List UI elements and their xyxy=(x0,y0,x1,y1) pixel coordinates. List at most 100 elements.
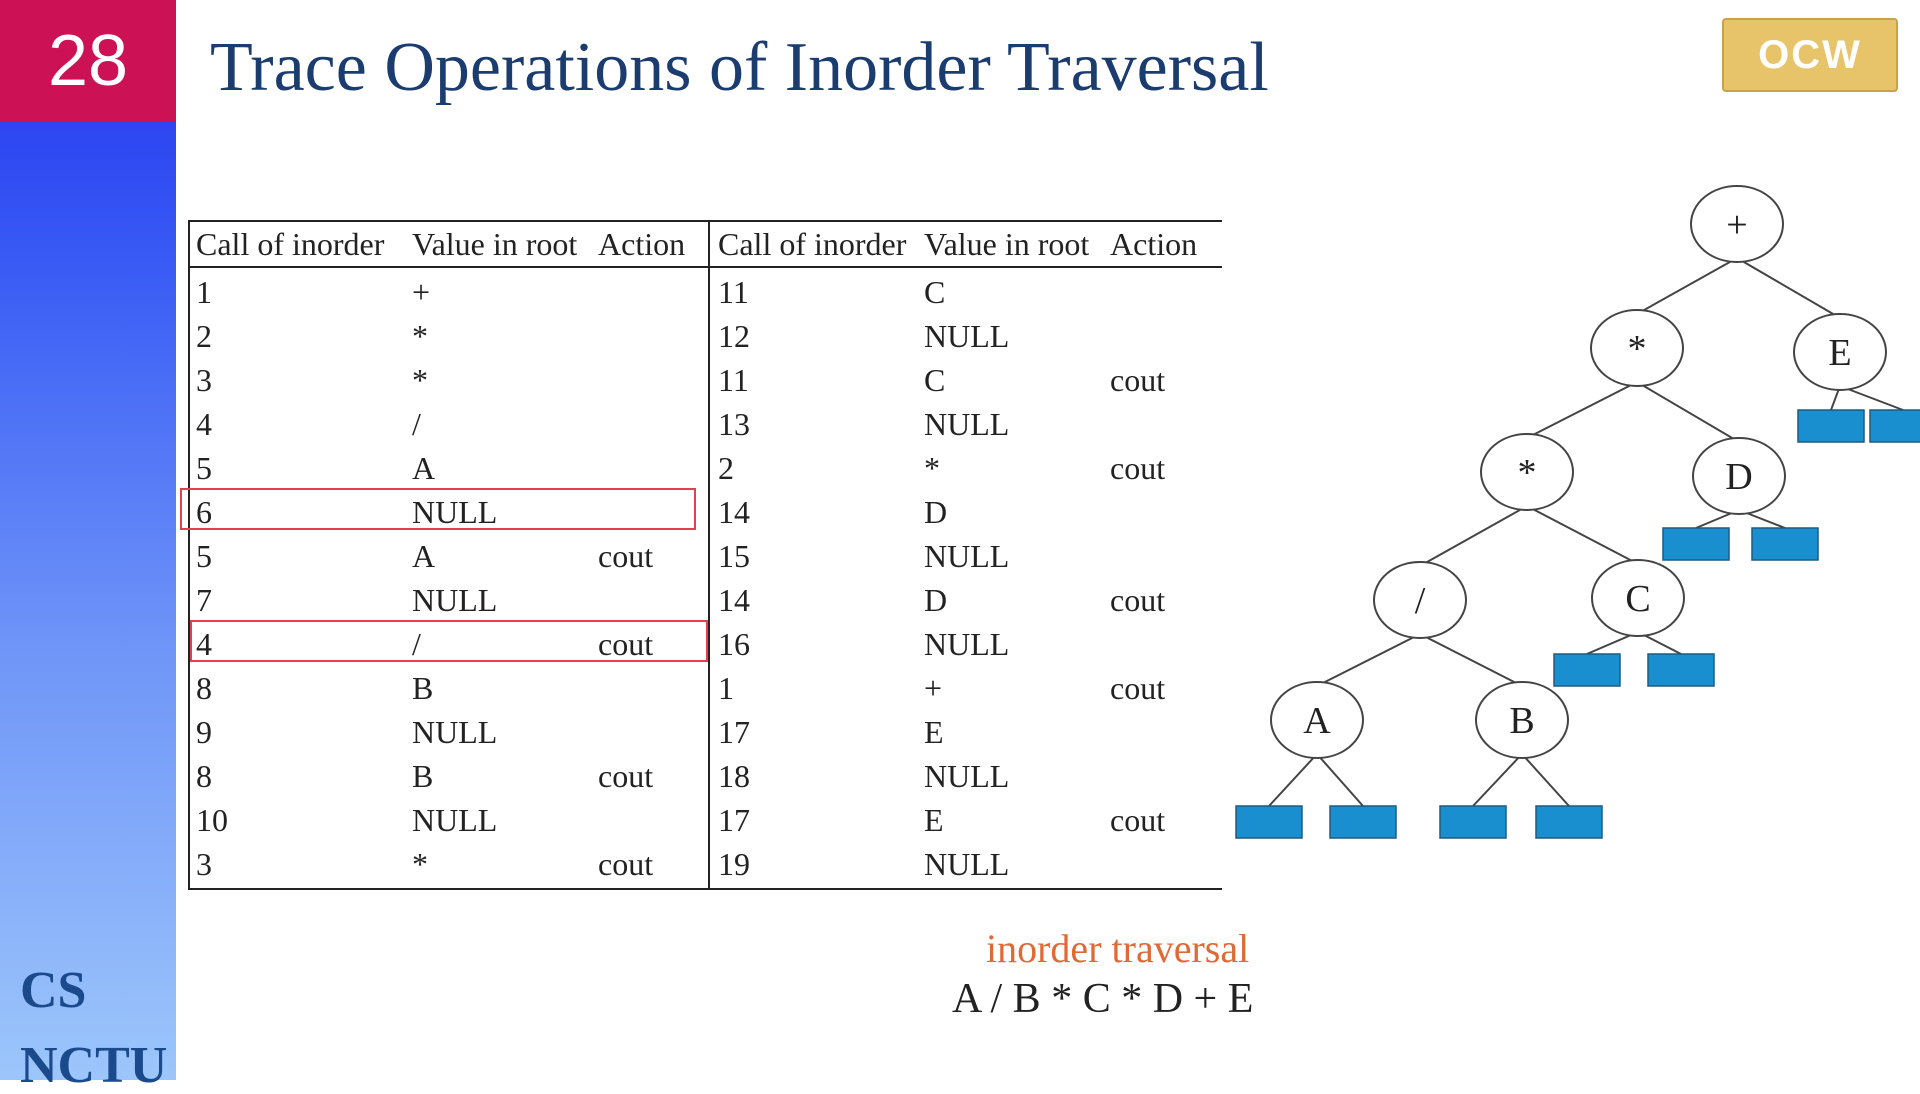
table-cell-left-9-0: 8 xyxy=(196,670,212,706)
tree-edge xyxy=(1736,257,1841,319)
tree-node-label: C xyxy=(1625,578,1650,620)
header-value-left: Value in root xyxy=(412,226,578,262)
table-cell-right-1-0: 12 xyxy=(718,318,750,354)
table-cell-left-9-1: B xyxy=(412,670,434,706)
table-cell-left-7-0: 7 xyxy=(196,582,212,618)
null-leaf-box xyxy=(1662,527,1730,561)
tree-edge xyxy=(1636,381,1740,443)
table-cell-right-8-1: NULL xyxy=(924,626,1010,662)
table-cell-left-6-2: cout xyxy=(598,538,654,574)
slide-number: 28 xyxy=(0,0,176,122)
table-cell-right-5-0: 14 xyxy=(718,494,750,530)
tree-node-label: B xyxy=(1509,700,1534,742)
table-cell-right-4-1: * xyxy=(924,450,940,486)
table-cell-right-6-1: NULL xyxy=(924,538,1010,574)
table-cell-left-8-0: 4 xyxy=(196,626,212,662)
table-cell-left-8-1: / xyxy=(412,626,421,662)
table-cell-left-11-2: cout xyxy=(598,758,654,794)
tree-node-label: + xyxy=(1726,204,1747,246)
table-cell-left-0-0: 1 xyxy=(196,274,212,310)
tree-leaf-edge xyxy=(1472,753,1523,807)
header-action-left: Action xyxy=(598,226,686,262)
table-cell-right-0-0: 11 xyxy=(718,274,749,310)
table-cell-right-2-0: 11 xyxy=(718,362,749,398)
table-cell-right-7-2: cout xyxy=(1110,582,1166,618)
null-leaf-box xyxy=(1235,805,1303,839)
table-cell-left-13-2: cout xyxy=(598,846,654,882)
table-cell-left-3-1: / xyxy=(412,406,421,442)
table-cell-right-9-2: cout xyxy=(1110,670,1166,706)
table-cell-right-11-1: NULL xyxy=(924,758,1010,794)
table-divider xyxy=(708,222,710,888)
table-cell-left-5-1: NULL xyxy=(412,494,498,530)
null-leaf-box xyxy=(1439,805,1507,839)
table-cell-right-13-1: NULL xyxy=(924,846,1010,882)
table-cell-right-8-0: 16 xyxy=(718,626,750,662)
null-leaf-box xyxy=(1797,409,1865,443)
table-cell-left-10-1: NULL xyxy=(412,714,498,750)
tree-edge xyxy=(1419,505,1528,567)
highlight-box-row-9 xyxy=(190,620,708,662)
tree-node-d: D xyxy=(1692,437,1786,515)
highlight-box-row-6 xyxy=(180,488,696,530)
table-cell-left-5-0: 6 xyxy=(196,494,212,530)
tree-edge xyxy=(1419,633,1523,687)
null-leaf-box xyxy=(1553,653,1621,687)
tree-node-label: E xyxy=(1828,332,1851,374)
tree-node-mul1: * xyxy=(1590,309,1684,387)
table-cell-left-11-0: 8 xyxy=(196,758,212,794)
tree-node-a: A xyxy=(1270,681,1364,759)
table-cell-right-7-0: 14 xyxy=(718,582,750,618)
sidebar-cs-label: CS xyxy=(20,962,87,1019)
tree-leaf-edge xyxy=(1521,753,1570,807)
table-cell-right-3-1: NULL xyxy=(924,406,1010,442)
table-cell-left-11-1: B xyxy=(412,758,434,794)
table-cell-left-13-1: * xyxy=(412,846,428,882)
table-cell-left-0-1: + xyxy=(412,274,431,310)
table-cell-left-1-1: * xyxy=(412,318,428,354)
trace-table: Call of inorder Value in root Action Cal… xyxy=(180,220,1222,890)
table-cell-right-4-2: cout xyxy=(1110,450,1166,486)
page-title: Trace Operations of Inorder Traversal xyxy=(210,29,1269,106)
table-cell-right-12-1: E xyxy=(924,802,944,838)
table-cell-left-4-0: 5 xyxy=(196,450,212,486)
table-cell-right-10-0: 17 xyxy=(718,714,750,750)
table-cell-left-10-0: 9 xyxy=(196,714,212,750)
table-cell-right-0-1: C xyxy=(924,274,946,310)
header-value-right: Value in root xyxy=(924,226,1090,262)
table-cell-left-2-1: * xyxy=(412,362,428,398)
table-cell-right-6-0: 15 xyxy=(718,538,750,574)
null-leaf-box xyxy=(1329,805,1397,839)
table-cell-right-12-0: 17 xyxy=(718,802,750,838)
header-call-left: Call of inorder xyxy=(196,226,385,262)
sidebar-nctu-label: NCTU xyxy=(20,1037,168,1094)
table-cell-left-13-0: 3 xyxy=(196,846,212,882)
tree-node-b: B xyxy=(1475,681,1569,759)
table-cell-left-6-0: 5 xyxy=(196,538,212,574)
tree-leaf-edge xyxy=(1316,753,1364,807)
table-cell-right-3-0: 13 xyxy=(718,406,750,442)
side-bar xyxy=(0,0,176,1080)
table-cell-left-3-0: 4 xyxy=(196,406,212,442)
table-cell-right-11-0: 18 xyxy=(718,758,750,794)
tree-edge xyxy=(1316,633,1421,687)
null-leaf-box xyxy=(1647,653,1715,687)
tree-node-e: E xyxy=(1793,313,1887,391)
table-cell-right-2-2: cout xyxy=(1110,362,1166,398)
tree-leaf-edge xyxy=(1268,753,1318,807)
table-cell-left-1-0: 2 xyxy=(196,318,212,354)
null-leaf-box xyxy=(1869,409,1920,443)
table-cell-right-4-0: 2 xyxy=(718,450,734,486)
tree-node-div: / xyxy=(1373,561,1467,639)
table-cell-left-12-0: 10 xyxy=(196,802,228,838)
table-cell-right-13-0: 19 xyxy=(718,846,750,882)
caption-expression: A / B * C * D + E xyxy=(952,976,1254,1022)
table-cell-left-4-1: A xyxy=(412,450,436,486)
table-cell-right-10-1: E xyxy=(924,714,944,750)
header-action-right: Action xyxy=(1110,226,1198,262)
expression-tree-diagram: + * E * D / C A B xyxy=(1235,185,1920,839)
tree-node-mul2: * xyxy=(1480,433,1574,511)
null-leaf-box xyxy=(1751,527,1819,561)
tree-edge xyxy=(1526,505,1639,565)
tree-node-label: D xyxy=(1725,456,1752,498)
